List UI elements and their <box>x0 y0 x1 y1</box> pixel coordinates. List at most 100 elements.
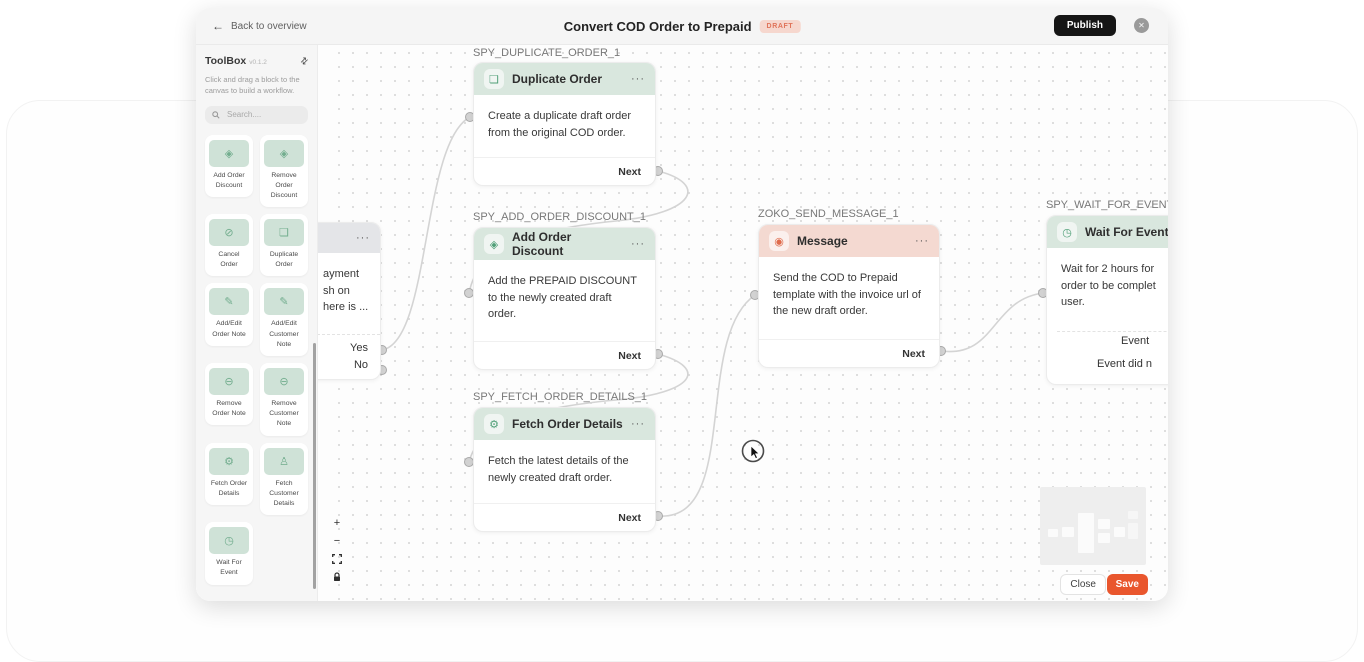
node-id-label: SPY_ADD_ORDER_DISCOUNT_1 <box>473 211 646 223</box>
node-body: Send the COD to Prepaid template with th… <box>773 272 921 317</box>
toolbox-item-label: Add/Edit Customer Note <box>269 320 299 348</box>
node-next-handle[interactable]: Next <box>759 339 939 367</box>
toolbox-item-label: Fetch Order Details <box>210 479 248 497</box>
canvas-dot-grid <box>332 46 1168 601</box>
node-body: Create a duplicate draft order from the … <box>488 110 632 139</box>
node-body: Fetch the latest details of the newly cr… <box>488 455 629 484</box>
edge-message-to-wait <box>940 292 1044 353</box>
zoom-out-button[interactable]: − <box>330 534 344 547</box>
search-input[interactable] <box>225 109 299 120</box>
toolbox-item-remove-order-note[interactable]: ⊖ Remove Order Note <box>205 363 253 426</box>
toolbox-item-label: Remove Order Note <box>212 400 246 418</box>
node-wait-for-event[interactable]: ◷ Wait For Event Wait for 2 hours for or… <box>1046 215 1168 385</box>
wait-body-line: Wait for 2 hours for <box>1061 263 1155 275</box>
toolbox-version: v0.1.2 <box>249 59 267 66</box>
toolbox-item-label: Fetch Customer Details <box>269 479 299 507</box>
zoom-in-button[interactable]: + <box>330 516 344 529</box>
message-icon: ◉ <box>769 231 789 251</box>
wait-output-event-not[interactable]: Event did n <box>1097 358 1153 370</box>
save-button[interactable]: Save <box>1106 574 1148 595</box>
condition-output-no[interactable]: No <box>353 359 368 371</box>
node-title: Message <box>797 234 848 248</box>
workflow-editor-window: ← Back to overview Convert COD Order to … <box>196 8 1168 601</box>
toolbox-description: Click and drag a block to the canvas to … <box>205 75 300 96</box>
node-duplicate-order[interactable]: ❏ Duplicate Order ··· Create a duplicate… <box>473 62 656 186</box>
duplicate-icon: ❏ <box>264 219 304 247</box>
wait-body-line: user. <box>1061 296 1085 308</box>
note-remove-icon: ⊖ <box>209 368 249 395</box>
toolbox-item-fetch-customer-details[interactable]: ♙Fetch Customer Details <box>260 442 308 516</box>
lock-icon <box>334 571 340 581</box>
back-label: Back to overview <box>231 20 307 32</box>
toolbox-section-google[interactable]: GOOGLE ⌄ <box>205 600 308 602</box>
editor-header: ← Back to overview Convert COD Order to … <box>196 8 1168 45</box>
node-id-label: SPY_WAIT_FOR_EVENT <box>1046 199 1168 211</box>
toolbox-item-add-edit-order-note[interactable]: ✎Add/Edit Order Note <box>205 283 253 346</box>
toolbox-search[interactable] <box>205 105 308 124</box>
node-menu-icon[interactable]: ··· <box>915 235 929 247</box>
node-id-label: ZOKO_SEND_MESSAGE_1 <box>758 208 899 220</box>
node-menu-icon[interactable]: ··· <box>356 232 370 244</box>
wait-output-event[interactable]: Event <box>1121 335 1150 347</box>
canvas-controls: + − <box>330 516 344 583</box>
node-title: Add Order Discount <box>512 230 572 258</box>
node-next-handle[interactable]: Next <box>474 341 655 369</box>
wait-body-line: order to be complet <box>1061 279 1156 292</box>
toolbox-item-fetch-order-details[interactable]: ⚙Fetch Order Details <box>205 442 253 505</box>
toolbox-item-label: Wait For Event <box>216 559 242 577</box>
toolbox-item-cancel-order[interactable]: ⊘Cancel Order <box>205 214 253 277</box>
toolbox-item-remove-customer-note[interactable]: ⊖ Remove Customer Note <box>260 363 308 436</box>
edge-fetch-to-message <box>657 294 756 517</box>
close-icon[interactable]: ✕ <box>1134 18 1149 33</box>
condition-body-line: sh on <box>323 284 350 297</box>
workflow-canvas[interactable]: ··· ayment sh on here is ... Yes No SPY_… <box>196 44 1168 601</box>
node-menu-icon[interactable]: ··· <box>631 238 645 250</box>
toolbox-item-duplicate-order[interactable]: ❏ Duplicate Order <box>260 214 308 277</box>
collapse-panel-icon[interactable]: ⇅ <box>298 54 311 68</box>
node-id-label: SPY_DUPLICATE_ORDER_1 <box>473 47 621 59</box>
back-to-overview-button[interactable]: ← Back to overview <box>212 19 307 33</box>
discount-tag-icon: ◈ <box>264 139 304 167</box>
note-remove-icon: ⊖ <box>264 368 304 395</box>
toolbox-item-label: Remove Customer Note <box>269 400 299 428</box>
fetch-gear-icon: ⚙ <box>484 414 504 434</box>
duplicate-icon: ❏ <box>484 69 504 89</box>
toolbox-item-add-order-discount[interactable]: ◈Add Order Discount <box>205 134 253 197</box>
discount-tag-icon: ◈ <box>484 234 504 254</box>
toolbox-scrollbar[interactable] <box>313 343 316 589</box>
node-title: Wait For Event <box>1085 225 1168 239</box>
toolbox-item-label: Remove Order Discount <box>270 171 298 199</box>
node-id-label: SPY_FETCH_ORDER_DETAILS_1 <box>473 391 648 403</box>
node-fetch-order-details[interactable]: ⚙ Fetch Order Details ··· Fetch the late… <box>473 407 656 532</box>
node-menu-icon[interactable]: ··· <box>631 418 645 430</box>
chevron-down-icon: ⌄ <box>298 600 306 602</box>
toolbox-item-wait-for-event[interactable]: ◷ Wait For Event <box>205 522 253 585</box>
toolbox-item-add-edit-customer-note[interactable]: ✎ Add/Edit Customer Note <box>260 283 308 356</box>
publish-button[interactable]: Publish <box>1053 15 1116 36</box>
wait-clock-icon: ◷ <box>1057 222 1077 242</box>
note-edit-icon: ✎ <box>264 288 304 316</box>
workflow-title: Convert COD Order to Prepaid <box>563 18 752 34</box>
toolbox-item-remove-order-discount[interactable]: ◈ Remove Order Discount <box>260 134 308 208</box>
lock-button[interactable] <box>330 570 344 583</box>
node-next-handle[interactable]: Next <box>474 503 655 531</box>
discount-tag-icon: ◈ <box>209 139 249 167</box>
cancel-icon: ⊘ <box>209 219 249 247</box>
node-message[interactable]: ◉ Message ··· Send the COD to Prepaid te… <box>758 224 940 368</box>
node-title: Fetch Order Details <box>512 417 623 431</box>
back-arrow-icon: ← <box>212 19 224 33</box>
minimap[interactable] <box>1040 487 1146 565</box>
node-add-order-discount[interactable]: ◈ Add Order Discount ··· Add the PREPAID… <box>473 227 656 370</box>
toolbox-item-label: Duplicate Order <box>269 251 299 269</box>
node-menu-icon[interactable]: ··· <box>631 73 645 85</box>
wait-clock-icon: ◷ <box>209 527 249 555</box>
toolbox-panel: ToolBox v0.1.2 ⇅ Click and drag a block … <box>196 44 318 601</box>
condition-output-yes[interactable]: Yes <box>350 342 368 354</box>
node-body: Add the PREPAID DISCOUNT to the newly cr… <box>488 275 637 320</box>
edge-yes-to-duplicate <box>381 116 471 351</box>
search-icon <box>212 110 220 119</box>
node-next-handle[interactable]: Next <box>474 157 655 185</box>
fit-view-button[interactable] <box>330 552 344 565</box>
condition-body-line: here is ... <box>323 301 369 313</box>
close-button[interactable]: Close <box>1060 574 1106 595</box>
